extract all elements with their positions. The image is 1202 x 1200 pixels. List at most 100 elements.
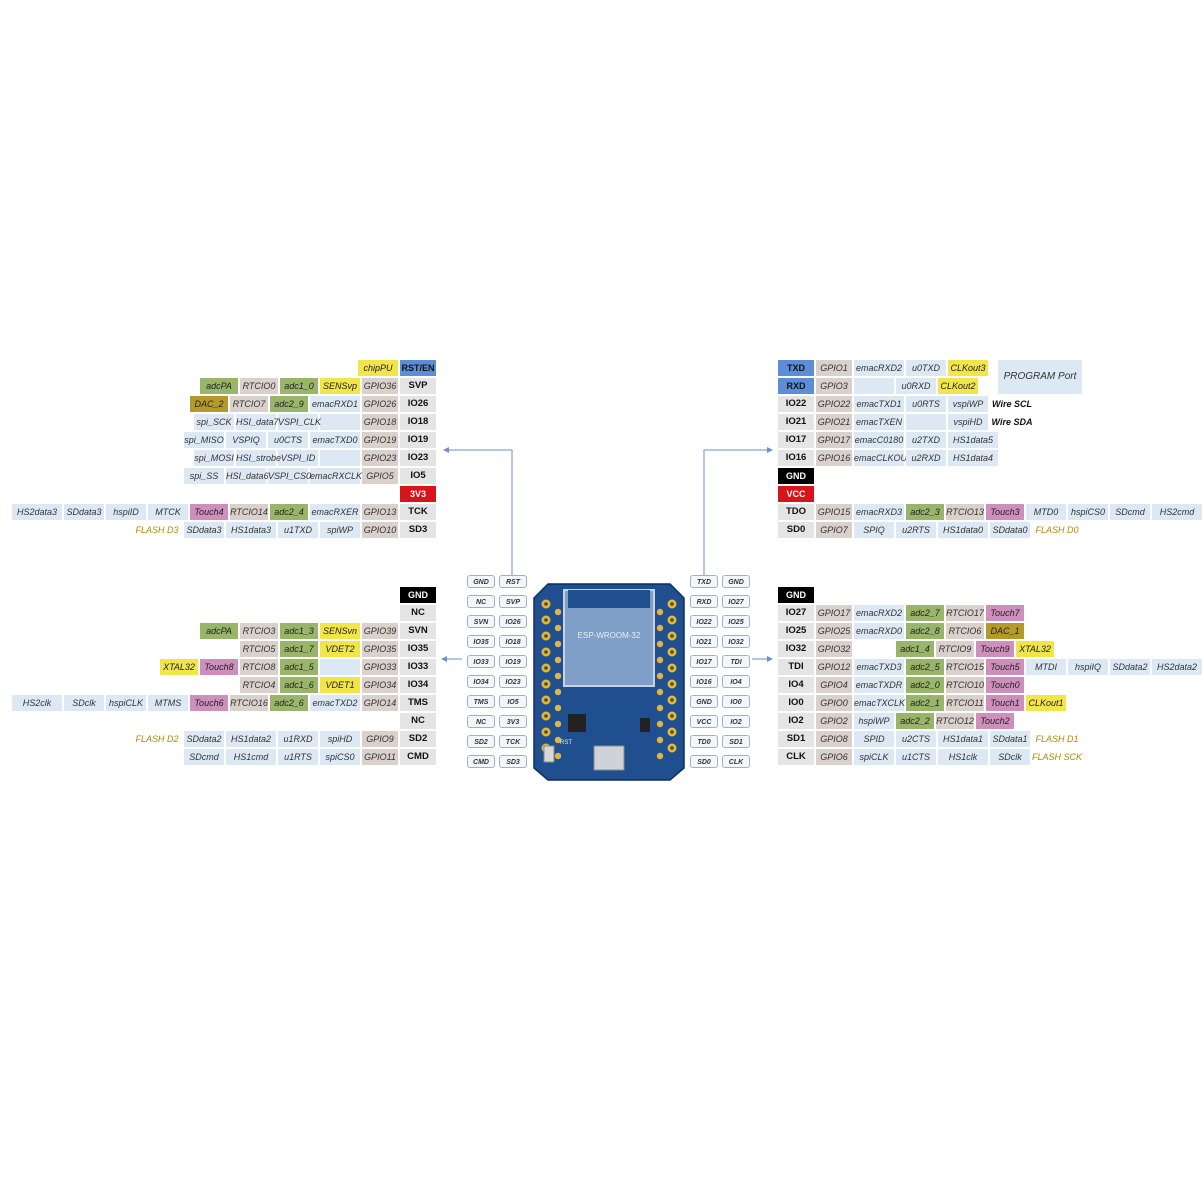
bottom-left-pin-cell: Touch8 <box>200 659 238 675</box>
pin-pad-hole <box>544 666 548 670</box>
bottom-left-pin-cell: CMD <box>400 749 436 765</box>
board-pin-tag: TXD <box>690 575 718 588</box>
top-right-pin-cell: IO17 <box>778 432 814 448</box>
top-right-pin-cell: emacRXD3 <box>854 504 904 520</box>
top-right-pin-cell: emacTXD1 <box>854 396 904 412</box>
bottom-right-pin-cell: FLASH SCK <box>1032 752 1083 762</box>
bottom-left-pin-cell: adcPA <box>200 623 238 639</box>
top-left-pin-cell: VSPI_CS0 <box>268 468 311 484</box>
pin-pad-hole <box>670 602 674 606</box>
bottom-left-pin-cell: GPIO39 <box>362 623 398 639</box>
bottom-left-pin-cell: spiCS0 <box>320 749 360 765</box>
pin-pad-hole <box>670 666 674 670</box>
regulator-chip <box>640 718 650 732</box>
board-pin-tag: IO19 <box>499 655 527 668</box>
pin-pad-hole <box>670 698 674 702</box>
top-left-pin-cell: spi_SS <box>184 468 224 484</box>
pin-pad-hole <box>544 698 548 702</box>
top-right-pin-cell: adc2_3 <box>906 504 944 520</box>
board-pin-tag: IO0 <box>722 695 750 708</box>
bottom-right-pin-cell: adc2_5 <box>906 659 944 675</box>
pin-pad <box>656 624 664 632</box>
top-left-pin-cell: VSPI_CLK <box>278 414 321 430</box>
bottom-right-pin-cell: RTCIO11 <box>946 695 984 711</box>
top-left-pin-cell: GPIO18 <box>362 414 398 430</box>
board-pin-tag: NC <box>467 715 495 728</box>
top-right-pin-cell: Touch3 <box>986 504 1024 520</box>
top-left-pin-cell: GPIO10 <box>362 522 398 538</box>
top-right-pin-cell: vspiHD <box>948 414 988 430</box>
top-left-pin-cell: hspiID <box>106 504 146 520</box>
bottom-left-pin-cell <box>320 659 360 675</box>
module-label: ESP-WROOM-32 <box>578 631 641 640</box>
top-left-pin-cell: HS2data3 <box>12 504 62 520</box>
board-pin-tag: SVP <box>499 595 527 608</box>
bottom-left-pin-cell: u1RTS <box>278 749 318 765</box>
board-pin-tag: SD3 <box>499 755 527 768</box>
bottom-right-pin-cell: HS1data1 <box>938 731 988 747</box>
bottom-right-pin-cell: hspiIQ <box>1068 659 1108 675</box>
bottom-left-pin-cell: FLASH D2 <box>135 734 179 744</box>
pin-pad <box>656 720 664 728</box>
bottom-right-pin-cell: emacTXDR <box>854 677 904 693</box>
top-left-pin-cell: emacTXD0 <box>310 432 360 448</box>
top-right-pin-cell: u2RTS <box>896 522 936 538</box>
top-right-pin-cell: CLKout3 <box>948 360 988 376</box>
bottom-right-pin-cell: adc2_8 <box>906 623 944 639</box>
top-right-pin-cell: HS1data5 <box>948 432 998 448</box>
pin-pad-hole <box>670 650 674 654</box>
bottom-right-pin-cell: spiCLK <box>854 749 894 765</box>
bottom-right-pin-cell: GPIO8 <box>816 731 852 747</box>
top-left-pin-cell: 3V3 <box>400 486 436 502</box>
bottom-left-pin-cell: SENSvn <box>320 623 360 639</box>
top-left-pin-cell: MTCK <box>148 504 188 520</box>
top-right-pin-cell: RXD <box>778 378 814 394</box>
pin-pad <box>554 672 562 680</box>
bottom-right-pin-cell: IO32 <box>778 641 814 657</box>
top-right-pin-cell: TXD <box>778 360 814 376</box>
pin-pad <box>554 752 562 760</box>
pin-pad-hole <box>670 634 674 638</box>
pin-pad-hole <box>544 730 548 734</box>
top-left-arrow-icon <box>443 447 449 453</box>
antenna-area <box>568 590 650 608</box>
board-pin-tag: RST <box>499 575 527 588</box>
bottom-left-pin-cell: SVN <box>400 623 436 639</box>
bottom-right-pin-cell: GPIO4 <box>816 677 852 693</box>
bottom-right-pin-cell: GPIO32 <box>816 641 852 657</box>
bottom-right-pin-cell: GPIO17 <box>816 605 852 621</box>
top-right-pin-cell: GPIO22 <box>816 396 852 412</box>
bottom-right-pin-cell: Touch2 <box>976 713 1014 729</box>
top-right-pin-cell: Wire SCL <box>992 399 1032 409</box>
bottom-left-pin-cell: VDET1 <box>320 677 360 693</box>
bottom-left-arrow-icon <box>441 656 447 662</box>
top-left-pin-cell: spi_MOSI <box>194 450 234 466</box>
top-left-pin-cell: GPIO13 <box>362 504 398 520</box>
pin-pad <box>554 640 562 648</box>
pin-pad <box>656 688 664 696</box>
board-pin-tag: IO18 <box>499 635 527 648</box>
bottom-right-pin-cell: Touch5 <box>986 659 1024 675</box>
bottom-right-pin-cell: adc2_0 <box>906 677 944 693</box>
top-left-pin-cell: IO26 <box>400 396 436 412</box>
top-left-pin-cell: IO18 <box>400 414 436 430</box>
bottom-right-pin-cell <box>854 641 894 657</box>
top-right-leader-line <box>703 449 768 575</box>
top-right-pin-cell: vspiWP <box>948 396 988 412</box>
top-right-pin-cell: GPIO15 <box>816 504 852 520</box>
bottom-right-pin-cell: SDclk <box>990 749 1030 765</box>
top-right-pin-cell: GPIO16 <box>816 450 852 466</box>
top-left-pin-cell: spi_MISO <box>184 432 224 448</box>
top-left-pin-cell: adc2_9 <box>270 396 308 412</box>
pin-pad <box>656 656 664 664</box>
top-right-pin-cell: FLASH D0 <box>1035 525 1079 535</box>
bottom-left-pin-cell: SDclk <box>64 695 104 711</box>
top-left-pin-cell: SDdata3 <box>64 504 104 520</box>
bottom-right-pin-cell: GND <box>778 587 814 603</box>
top-right-pin-cell: SPIQ <box>854 522 894 538</box>
top-left-pin-cell: GPIO19 <box>362 432 398 448</box>
bottom-left-pin-cell: emacTXD2 <box>310 695 360 711</box>
top-right-pin-cell: GPIO1 <box>816 360 852 376</box>
bottom-right-pin-cell: emacRXD0 <box>854 623 904 639</box>
